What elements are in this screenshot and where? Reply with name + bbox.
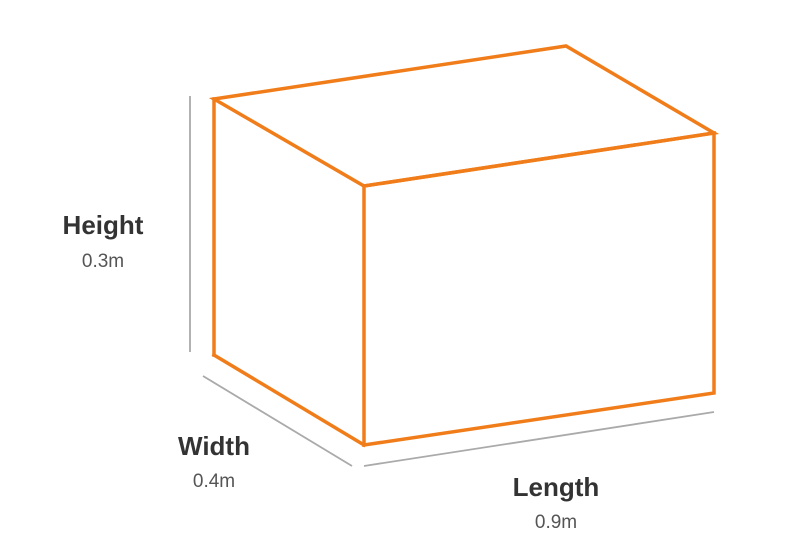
length-dimension: Length 0.9m [513,472,600,533]
box-front-face [362,130,716,448]
width-guide-line [202,375,353,467]
dimension-guides [189,96,715,467]
height-label: Height [63,210,144,240]
width-value: 0.4m [193,471,235,492]
box-top-face [208,44,720,188]
length-value: 0.9m [535,512,577,533]
box-left-bottom-edge [211,352,367,448]
height-value: 0.3m [82,251,124,272]
length-label: Length [513,472,600,502]
length-guide-line [363,411,715,467]
width-label: Width [178,431,250,461]
height-dimension: Height 0.3m [63,210,144,272]
box-outline [208,44,720,448]
width-dimension: Width 0.4m [178,431,250,492]
